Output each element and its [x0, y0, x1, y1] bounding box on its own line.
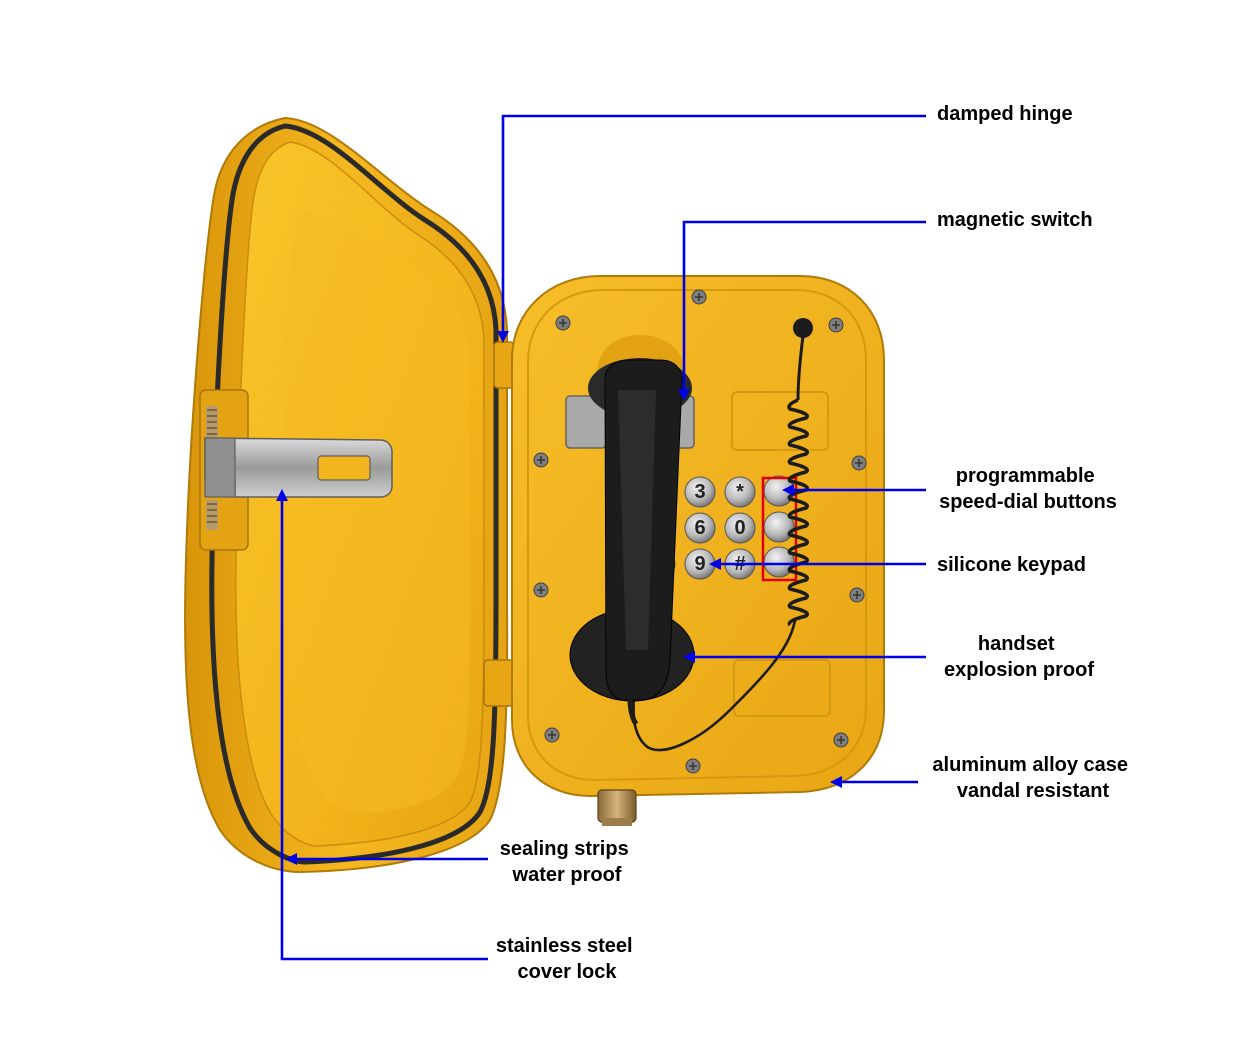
leader-lines	[276, 114, 926, 961]
lid-sealing-strip	[209, 123, 499, 865]
leader-damped-hinge	[497, 114, 926, 343]
keypad-key	[684, 476, 716, 508]
callout-labels: damped hinge magnetic switch programmabl…	[496, 103, 1133, 983]
cable-gland	[597, 789, 637, 826]
label-damped-hinge: damped hinge	[937, 103, 1073, 125]
keypad-key-label: 3	[694, 481, 705, 503]
label-case: aluminum alloy case vandal resistant	[932, 754, 1133, 802]
label-magnetic-switch: magnetic switch	[937, 209, 1093, 231]
cover-lid	[184, 116, 509, 874]
label-speed-dial: programmable speed-dial buttons	[939, 465, 1117, 513]
keypad-key	[724, 512, 756, 544]
leader-magnetic-switch	[678, 220, 926, 401]
keypad-key-label: 9	[694, 553, 705, 575]
label-handset: handset explosion proof	[944, 633, 1094, 681]
handset	[569, 358, 695, 726]
stainless-steel-cover-lock	[204, 437, 393, 498]
label-sealing: sealing strips water proof	[500, 838, 635, 886]
coiled-cord	[632, 318, 813, 752]
lid-inner-recess	[283, 210, 470, 813]
keypad-key	[724, 476, 756, 508]
keypad-key	[684, 512, 716, 544]
speed-dial-buttons	[763, 475, 795, 578]
leader-lock	[276, 489, 488, 961]
telephone-body: 23*56089#	[511, 275, 885, 826]
keypad-key-label: *	[736, 481, 744, 503]
label-keypad: silicone keypad	[937, 554, 1086, 576]
keypad-key-label: 0	[734, 517, 745, 539]
keypad-key-label: 6	[694, 517, 705, 539]
label-lock: stainless steel cover lock	[496, 935, 638, 983]
